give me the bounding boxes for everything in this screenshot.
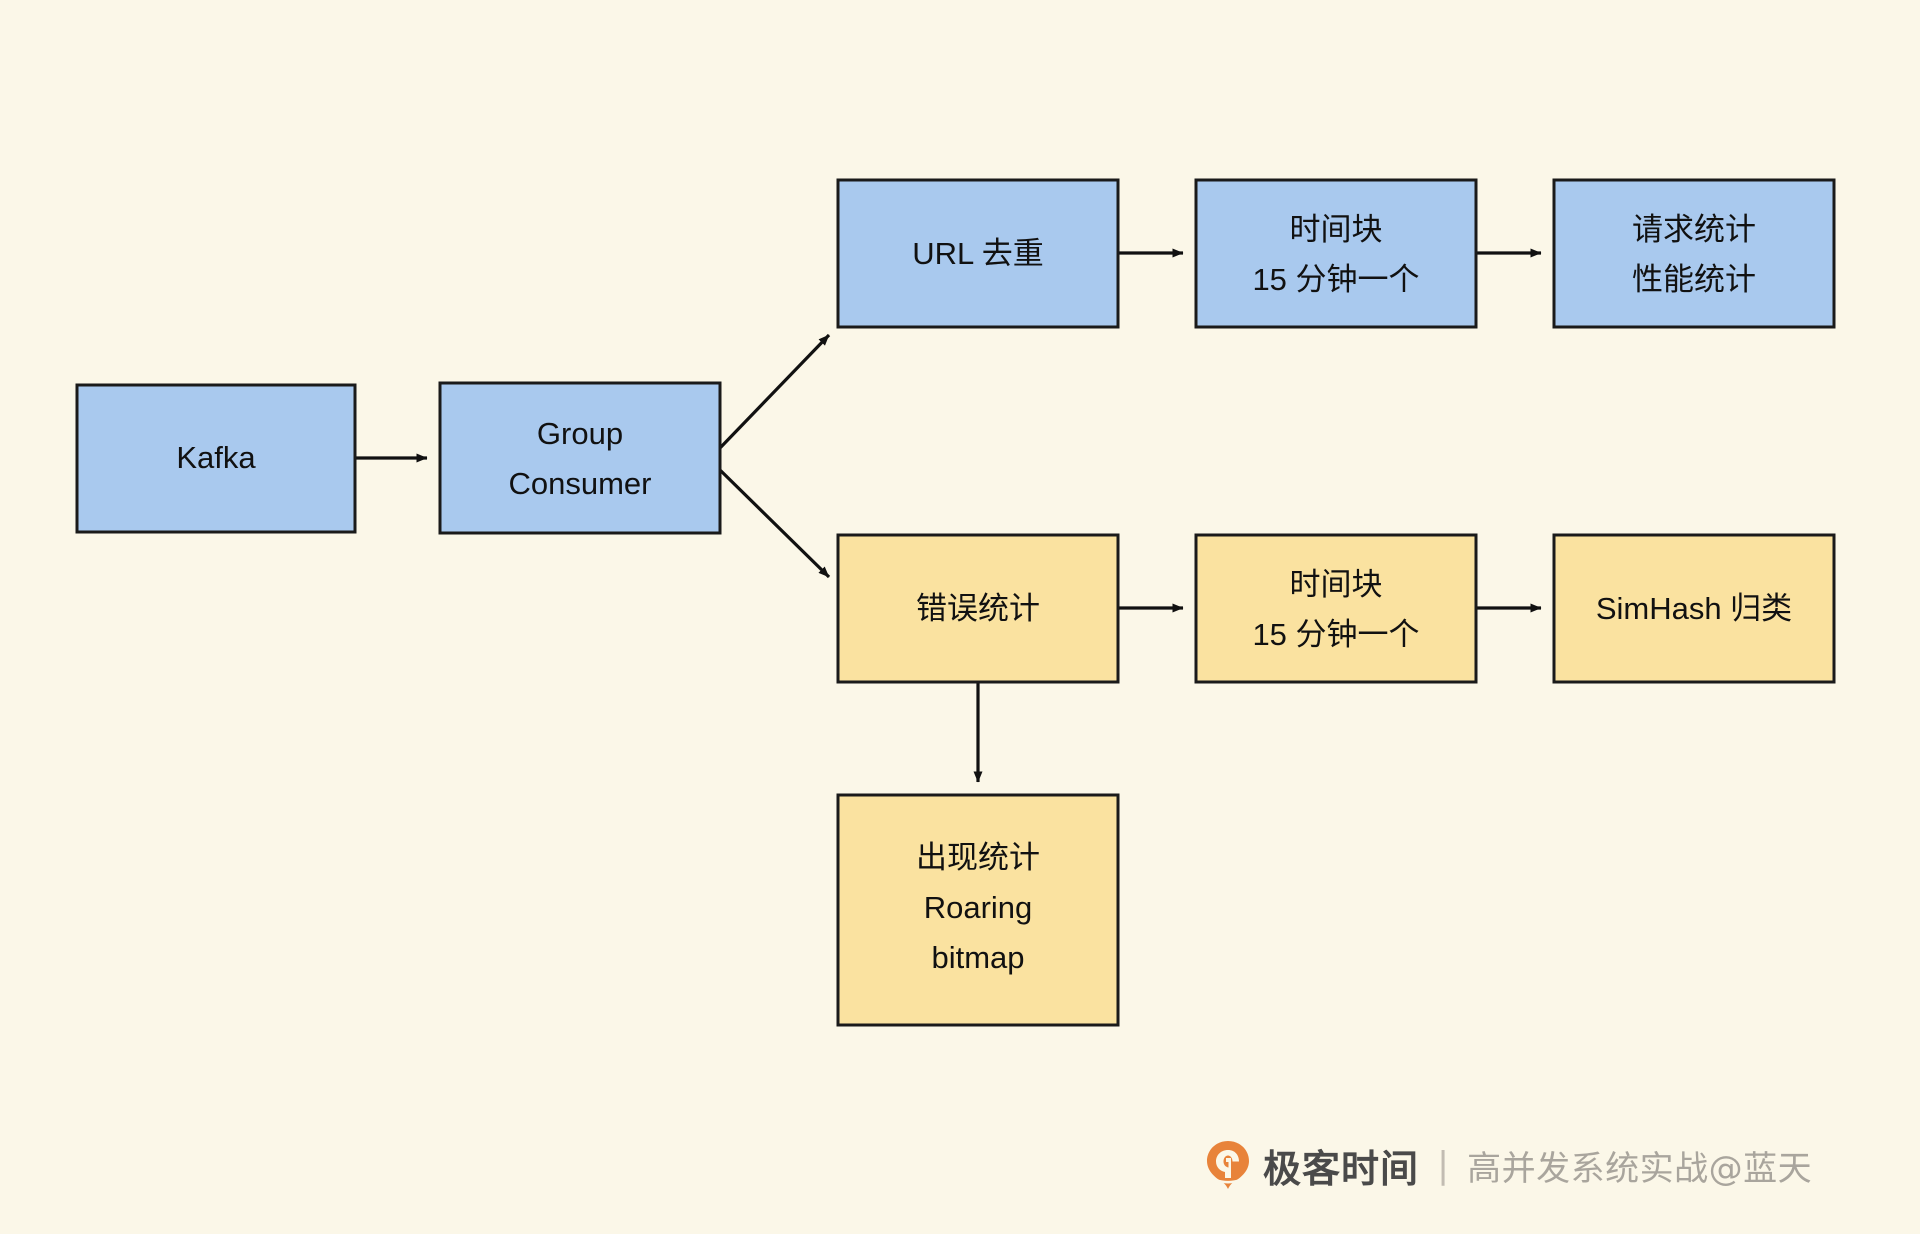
edges-layer bbox=[355, 248, 1542, 783]
watermark-separator: | bbox=[1437, 1144, 1450, 1186]
edge-group-to-error-stat bbox=[718, 468, 831, 579]
node-url-dedupe-label: URL 去重 bbox=[912, 236, 1043, 271]
node-kafka[interactable]: Kafka bbox=[75, 383, 357, 534]
node-simhash-classify-label: SimHash 归类 bbox=[1596, 591, 1792, 626]
node-timeblock-2-label-line1: 时间块 bbox=[1290, 567, 1383, 602]
node-occurrence-roaring-bitmap-shape bbox=[836, 793, 1120, 1027]
node-url-dedupe[interactable]: URL 去重 bbox=[836, 178, 1120, 329]
node-timeblock-2-shape bbox=[1194, 533, 1478, 684]
node-simhash-classify[interactable]: SimHash 归类 bbox=[1552, 533, 1836, 684]
node-error-stats-label: 错误统计 bbox=[916, 591, 1040, 626]
node-request-stats-label: 请求统计 bbox=[1632, 212, 1756, 247]
node-url-dedupe-shape bbox=[836, 178, 1120, 329]
watermark-brand: 极客时间 bbox=[1263, 1146, 1420, 1191]
node-error-stats[interactable]: 错误统计 bbox=[836, 533, 1120, 684]
node-roaring-label: Roaring bbox=[924, 890, 1033, 925]
node-timeblock-1-shape bbox=[1194, 178, 1478, 329]
node-timeblock-1[interactable]: 时间块 15 分钟一个 bbox=[1194, 178, 1478, 329]
watermark-course: 高并发系统实战@蓝天 bbox=[1467, 1148, 1813, 1189]
node-group-consumer-shape bbox=[438, 381, 722, 535]
node-group-consumer[interactable]: Group Consumer bbox=[438, 381, 722, 535]
node-performance-stats-label: 性能统计 bbox=[1632, 262, 1756, 297]
geekbang-pin-icon bbox=[1207, 1141, 1249, 1189]
node-kafka-label: Kafka bbox=[176, 440, 256, 475]
node-timeblock-2-label-line2: 15 分钟一个 bbox=[1252, 617, 1419, 652]
watermark: 极客时间 | 高并发系统实战@蓝天 bbox=[1205, 1134, 1812, 1196]
node-kafka-shape bbox=[75, 383, 357, 534]
node-timeblock-1-label-line2: 15 分钟一个 bbox=[1252, 262, 1419, 297]
node-occurrence-stats-label: 出现统计 bbox=[916, 840, 1040, 875]
node-simhash-classify-shape bbox=[1552, 533, 1836, 684]
node-occurrence-roaring-bitmap[interactable]: 出现统计 Roaring bitmap bbox=[836, 793, 1120, 1027]
node-bitmap-label: bitmap bbox=[931, 940, 1024, 975]
edge-group-to-url-dedupe bbox=[718, 333, 831, 450]
node-request-performance-stats-shape bbox=[1552, 178, 1836, 329]
node-request-performance-stats[interactable]: 请求统计 性能统计 bbox=[1552, 178, 1836, 329]
node-error-stats-shape bbox=[836, 533, 1120, 684]
node-group-consumer-label-line2: Consumer bbox=[509, 466, 652, 501]
node-timeblock-1-label-line1: 时间块 bbox=[1290, 212, 1383, 247]
node-timeblock-2[interactable]: 时间块 15 分钟一个 bbox=[1194, 533, 1478, 684]
node-group-consumer-label-line1: Group bbox=[537, 416, 623, 451]
